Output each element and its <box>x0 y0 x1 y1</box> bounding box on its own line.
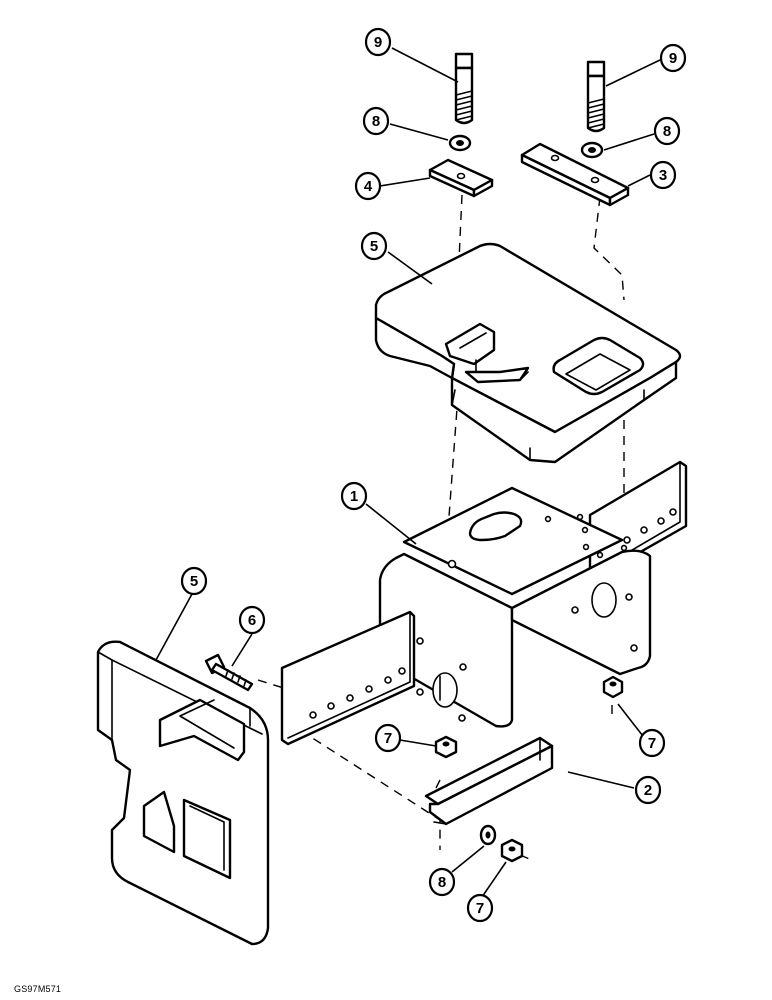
callout-5-lower: 5 <box>180 566 208 596</box>
svg-text:1: 1 <box>350 488 358 505</box>
bracket-main <box>280 460 688 746</box>
bolt-right <box>586 60 606 133</box>
washer-left <box>448 134 472 152</box>
svg-text:5: 5 <box>370 238 378 255</box>
svg-text:2: 2 <box>644 782 652 799</box>
washer-right <box>580 141 604 159</box>
callout-9-left: 9 <box>364 27 392 57</box>
nut-center <box>434 735 458 759</box>
callout-5-upper: 5 <box>360 231 388 261</box>
angle-bracket <box>424 736 554 826</box>
svg-text:7: 7 <box>648 735 656 752</box>
svg-text:8: 8 <box>663 123 671 140</box>
callout-7-right: 7 <box>638 728 666 758</box>
callout-2: 2 <box>634 775 662 805</box>
svg-text:8: 8 <box>372 113 380 130</box>
nut-right <box>602 675 624 699</box>
svg-text:9: 9 <box>669 50 677 67</box>
callout-3: 3 <box>649 160 677 190</box>
weight-upper <box>374 242 682 464</box>
plate-small <box>428 158 494 198</box>
callout-6: 6 <box>238 605 266 635</box>
callout-9-right: 9 <box>659 43 687 73</box>
callout-8-left: 8 <box>362 106 390 136</box>
callout-1: 1 <box>340 481 368 511</box>
bolt-side <box>204 653 254 692</box>
callout-8-right: 8 <box>653 116 681 146</box>
svg-text:5: 5 <box>190 573 198 590</box>
figure-code: GS97M571 <box>14 984 62 994</box>
svg-text:9: 9 <box>374 34 382 51</box>
callout-4: 4 <box>354 171 382 201</box>
weight-lower <box>96 640 270 946</box>
svg-text:4: 4 <box>364 178 373 195</box>
washer-bottom <box>479 824 497 846</box>
leader-lines <box>155 47 661 898</box>
callout-7-center: 7 <box>374 723 402 753</box>
svg-text:6: 6 <box>248 612 256 629</box>
bolt-left <box>454 52 474 125</box>
plate-long <box>520 142 630 207</box>
svg-text:8: 8 <box>438 874 446 891</box>
nut-bottom <box>500 838 524 863</box>
callout-8-bottom: 8 <box>428 867 456 897</box>
svg-text:3: 3 <box>659 167 667 184</box>
svg-text:7: 7 <box>384 730 392 747</box>
svg-text:7: 7 <box>476 900 484 917</box>
callout-7-bottom: 7 <box>466 893 494 923</box>
